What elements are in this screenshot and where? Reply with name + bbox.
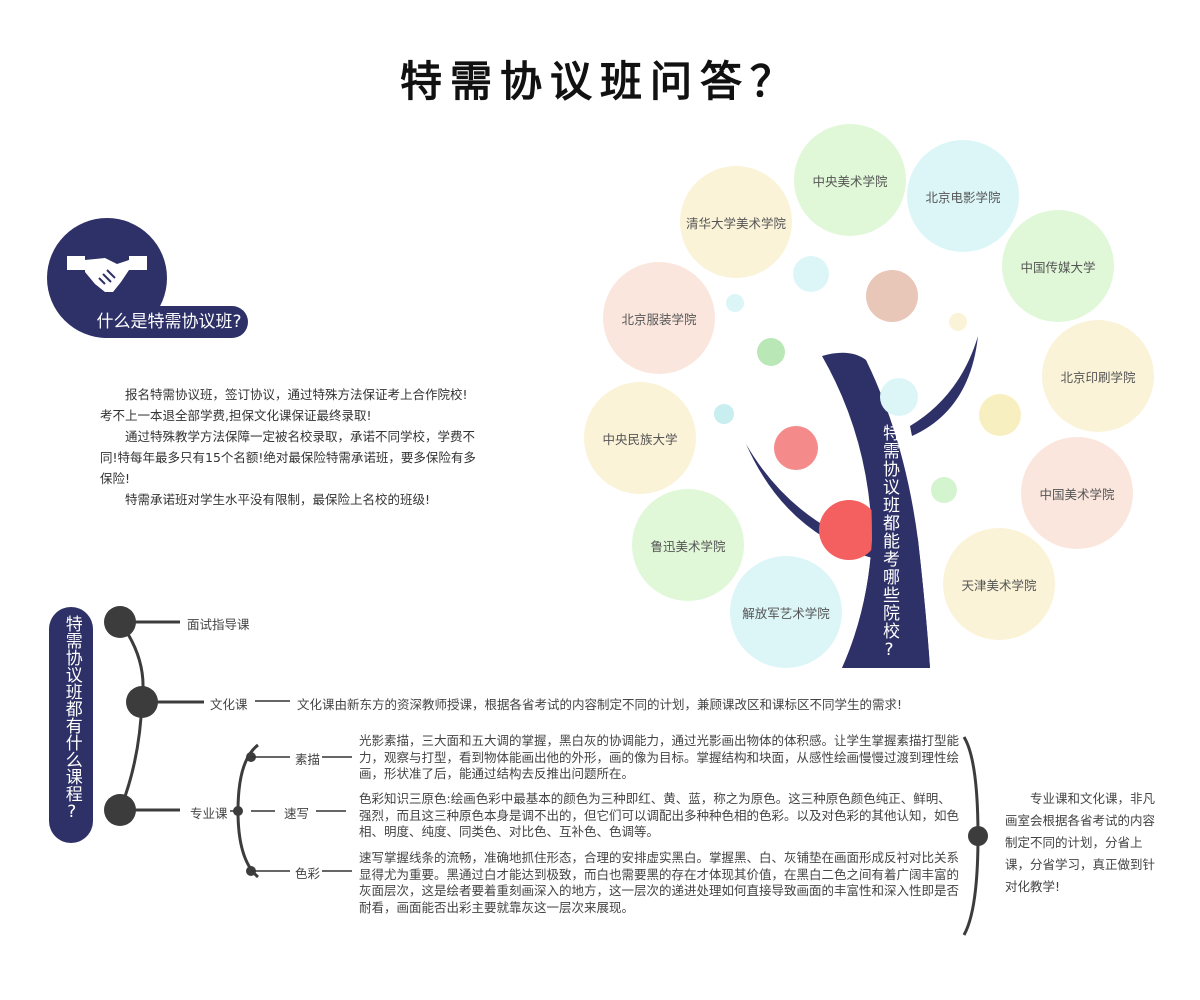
intro-text: 报名特需协议班，签订协议，通过特殊方法保证考上合作院校!考不上一本退全部学费,担… xyxy=(100,384,478,510)
school-circle: 北京印刷学院 xyxy=(1042,320,1154,432)
school-circle: 天津美术学院 xyxy=(943,528,1055,640)
school-circle: 鲁迅美术学院 xyxy=(632,489,744,601)
decor-dot xyxy=(931,477,957,503)
sub-course-color: 色彩 xyxy=(295,866,321,881)
decor-dot xyxy=(949,313,967,331)
decor-dot xyxy=(866,270,918,322)
sub-course-desc: 光影素描，三大面和五大调的掌握，黑白灰的协调能力，通过光影画出物体的体积感。让学… xyxy=(359,733,960,781)
school-circle: 中央民族大学 xyxy=(584,382,696,494)
school-circle: 北京服装学院 xyxy=(603,262,715,374)
question-what-is-class: 什么是特需协议班? xyxy=(90,306,248,338)
school-circle: 中国传媒大学 xyxy=(1002,210,1114,322)
decor-dot xyxy=(757,338,785,366)
school-name: 解放军艺术学院 xyxy=(742,605,830,621)
course-culture-desc: 文化课由新东方的资深教师授课，根据各省考试的内容制定不同的计划，兼顾课改区和课标… xyxy=(297,697,903,712)
intro-paragraph: 报名特需协议班，签订协议，通过特殊方法保证考上合作院校!考不上一本退全部学费,担… xyxy=(100,387,468,423)
tree-label-text: 特需协议班都能考哪些院校? xyxy=(879,424,899,661)
sub-course-sketch: 素描 xyxy=(295,752,321,767)
school-circle: 解放军艺术学院 xyxy=(730,556,842,668)
intro-paragraph: 通过特殊教学方法保障一定被名校录取，承诺不同学校，学费不同!特每年最多只有15个… xyxy=(100,429,476,486)
school-circle: 北京电影学院 xyxy=(907,140,1019,252)
node-dot xyxy=(968,826,988,846)
decor-dot xyxy=(793,256,829,292)
sub-course-desc: 速写掌握线条的流畅，准确地抓住形态，合理的安排虚实黑白。掌握黑、白、灰铺垫在画面… xyxy=(359,850,960,915)
school-circle: 清华大学美术学院 xyxy=(680,166,792,278)
school-name: 北京印刷学院 xyxy=(1060,369,1136,385)
course-major: 专业课 xyxy=(190,806,228,821)
school-name: 中国美术学院 xyxy=(1039,486,1115,502)
school-name: 中国传媒大学 xyxy=(1020,259,1096,275)
course-summary: 专业课和文化课，非凡画室会根据各省考试的内容制定不同的计划，分省上课，分省学习，… xyxy=(1005,791,1156,894)
question-courses-text: 特需协议班都有什么课程? xyxy=(61,615,82,822)
tree-branch-right xyxy=(910,336,978,436)
page-title: 特需协议班问答？ xyxy=(399,57,800,106)
handshake-icon xyxy=(67,256,147,292)
school-name: 清华大学美术学院 xyxy=(685,215,786,231)
sub-course-quick-sketch: 速写 xyxy=(284,806,310,821)
decor-dot xyxy=(726,294,744,312)
school-name: 北京服装学院 xyxy=(621,311,697,327)
node-dot xyxy=(104,606,136,638)
school-name: 天津美术学院 xyxy=(961,577,1037,593)
decor-dot xyxy=(774,426,818,470)
decor-dot xyxy=(714,404,734,424)
node-dot xyxy=(126,686,158,718)
decor-dot xyxy=(880,378,918,416)
sub-course-desc: 色彩知识三原色:绘画色彩中最基本的颜色为三种即红、黄、蓝，称之为原色。这三种原色… xyxy=(359,791,960,839)
school-name: 北京电影学院 xyxy=(925,189,1001,205)
node-dot xyxy=(233,806,243,816)
school-name: 中央民族大学 xyxy=(602,431,678,447)
tree-label: 特需协议班都能考哪些院校? xyxy=(876,424,902,666)
course-culture: 文化课 xyxy=(210,697,248,712)
school-circle: 中国美术学院 xyxy=(1021,437,1133,549)
school-name: 鲁迅美术学院 xyxy=(650,538,726,554)
course-interview: 面试指导课 xyxy=(187,617,250,632)
node-dot xyxy=(104,794,136,826)
school-circle: 中央美术学院 xyxy=(794,124,906,236)
decor-dot xyxy=(979,394,1021,436)
question-courses: 特需协议班都有什么课程? xyxy=(49,607,93,843)
intro-paragraph: 特需承诺班对学生水平没有限制，最保险上名校的班级! xyxy=(125,492,431,507)
school-name: 中央美术学院 xyxy=(812,173,888,189)
decor-dot xyxy=(819,500,879,560)
